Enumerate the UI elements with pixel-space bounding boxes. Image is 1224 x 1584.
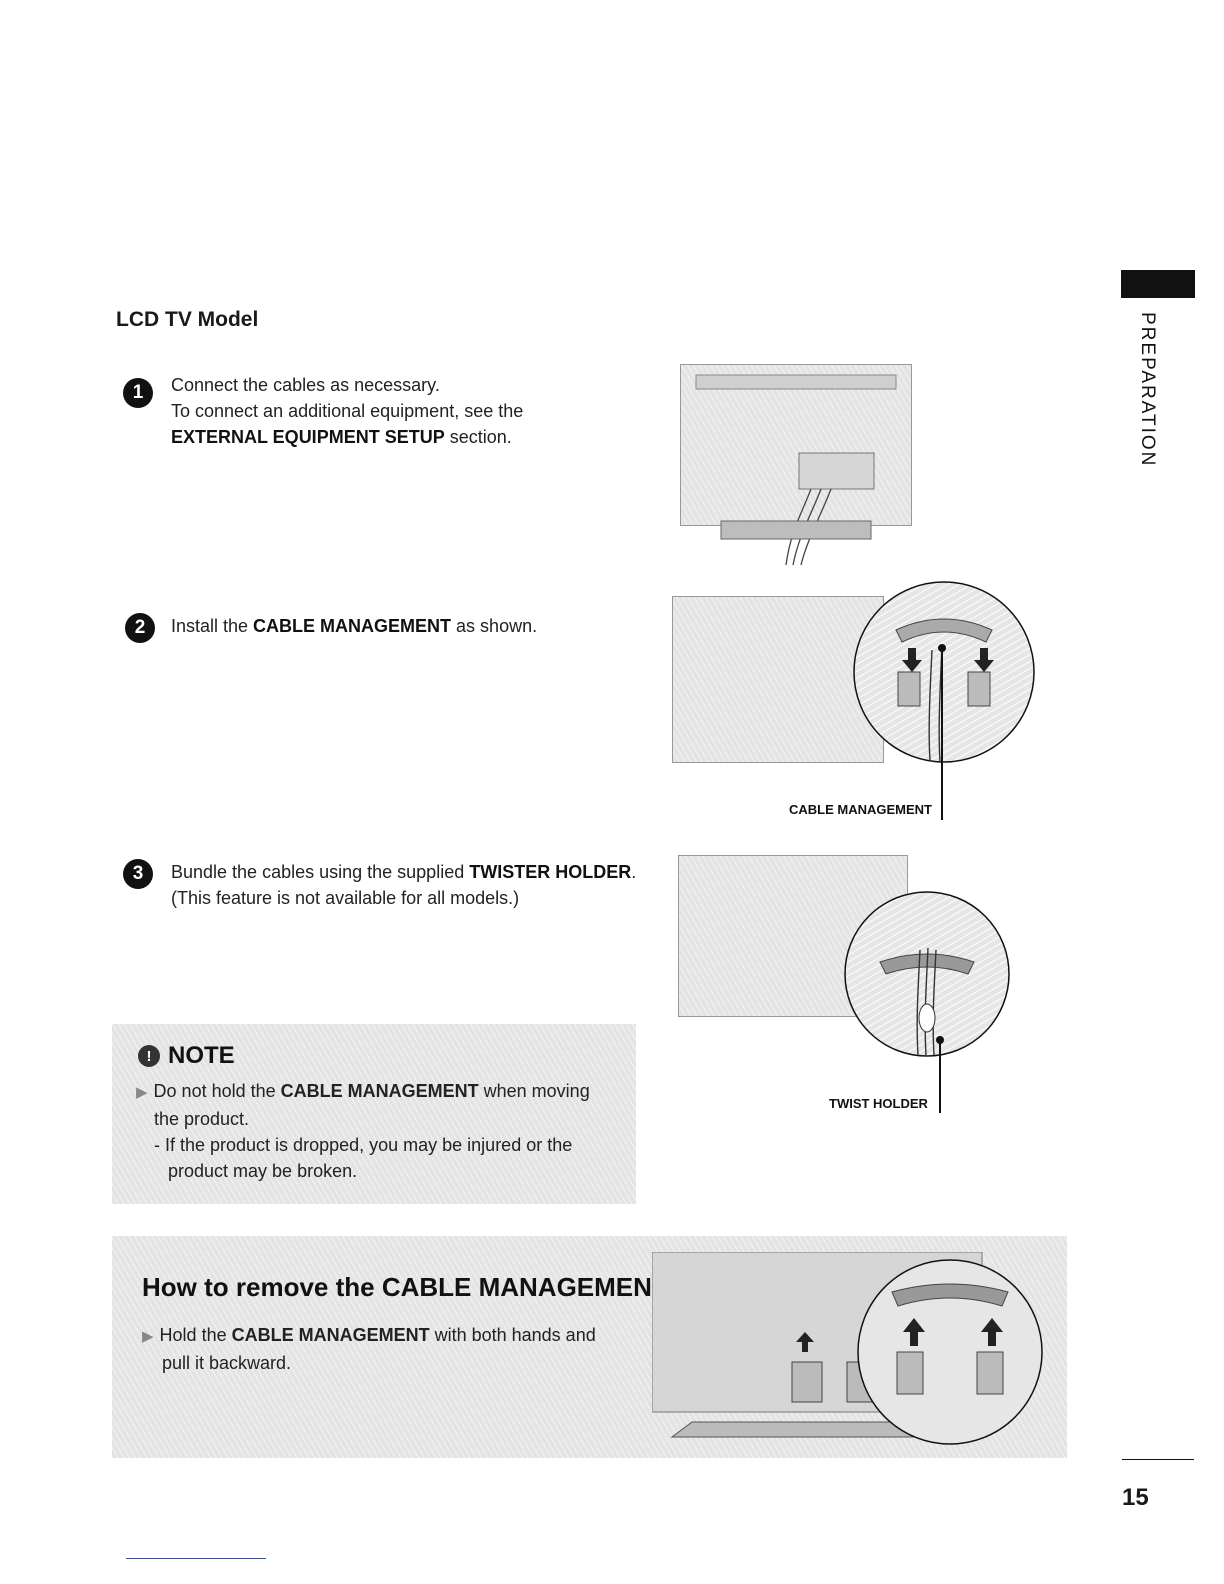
footer-link-underline bbox=[126, 1558, 266, 1559]
note-item-2-line1: - If the product is dropped, you may be … bbox=[154, 1135, 573, 1155]
remove-after: with both hands and bbox=[429, 1325, 596, 1345]
step-3-line2: (This feature is not available for all m… bbox=[171, 888, 520, 908]
step-1-line1: Connect the cables as necessary. bbox=[171, 375, 440, 395]
side-tab-marker bbox=[1121, 270, 1195, 298]
step-1-bold: EXTERNAL EQUIPMENT SETUP bbox=[171, 427, 445, 447]
page-number-rule bbox=[1122, 1459, 1194, 1460]
note-heading: ! NOTE bbox=[138, 1042, 235, 1070]
section-title: LCD TV Model bbox=[116, 308, 259, 331]
step-2-after: as shown. bbox=[451, 616, 538, 636]
triangle-bullet-icon: ▶ bbox=[142, 1328, 154, 1345]
step-2-before: Install the bbox=[171, 616, 254, 636]
step-2-number: 2 bbox=[125, 613, 155, 643]
tv-back-drawing-1 bbox=[695, 374, 897, 566]
step-3-bold: TWISTER HOLDER bbox=[469, 862, 632, 882]
note-item-2: - If the product is dropped, you may be … bbox=[154, 1132, 634, 1184]
note-item-1-before: Do not hold the bbox=[153, 1081, 281, 1101]
tv-back-illustration-1 bbox=[680, 364, 912, 566]
remove-before: Hold the bbox=[159, 1325, 232, 1345]
note-box: ! NOTE ▶ Do not hold the CABLE MANAGEMENT… bbox=[112, 1024, 636, 1204]
cable-management-leader-line bbox=[941, 648, 943, 820]
note-item-1-line2: the product. bbox=[154, 1109, 250, 1129]
step-3-after: . bbox=[631, 862, 637, 882]
remove-box: How to remove the CABLE MANAGEMENT ▶ Hold… bbox=[112, 1236, 1067, 1458]
page-number: 15 bbox=[1122, 1484, 1149, 1511]
twist-holder-zoom bbox=[844, 891, 1010, 1057]
step-1-number: 1 bbox=[123, 378, 153, 408]
note-item-1: ▶ Do not hold the CABLE MANAGEMENT when m… bbox=[136, 1078, 626, 1132]
twist-holder-callout: TWIST HOLDER bbox=[829, 1096, 928, 1111]
triangle-bullet-icon: ▶ bbox=[136, 1084, 148, 1101]
step-1-after: section. bbox=[444, 427, 512, 447]
step-2-bold: CABLE MANAGEMENT bbox=[253, 616, 452, 636]
note-item-1-bold: CABLE MANAGEMENT bbox=[280, 1081, 479, 1101]
step-3-number: 3 bbox=[123, 859, 153, 889]
step-2-text: Install the CABLE MANAGEMENT as shown. bbox=[171, 613, 631, 639]
step-3-before: Bundle the cables using the supplied bbox=[171, 862, 470, 882]
exclamation-icon: ! bbox=[138, 1045, 160, 1067]
cable-management-zoom bbox=[853, 581, 1035, 763]
step-1-text: Connect the cables as necessary. To conn… bbox=[171, 372, 631, 450]
remove-instruction: ▶ Hold the CABLE MANAGEMENT with both han… bbox=[142, 1322, 642, 1376]
remove-title: How to remove the CABLE MANAGEMENT bbox=[142, 1272, 668, 1302]
remove-line2: pull it backward. bbox=[162, 1353, 292, 1373]
step-3-text: Bundle the cables using the supplied TWI… bbox=[171, 859, 641, 911]
note-item-2-line2: product may be broken. bbox=[168, 1161, 358, 1181]
step-1-line2: To connect an additional equipment, see … bbox=[171, 401, 524, 421]
step-3-line1: Bundle the cables using the supplied TWI… bbox=[171, 859, 641, 885]
twist-holder-leader-line bbox=[939, 1040, 941, 1113]
tv-back-illustration-2 bbox=[672, 596, 884, 763]
cable-management-callout: CABLE MANAGEMENT bbox=[789, 802, 932, 817]
step-1-line3: EXTERNAL EQUIPMENT SETUP section. bbox=[171, 424, 631, 450]
note-title: NOTE bbox=[168, 1042, 235, 1069]
note-item-1-after: when moving bbox=[478, 1081, 590, 1101]
remove-illustration bbox=[652, 1252, 1043, 1445]
side-tab-label: PREPARATION bbox=[1137, 312, 1158, 468]
remove-bold: CABLE MANAGEMENT bbox=[231, 1325, 430, 1345]
